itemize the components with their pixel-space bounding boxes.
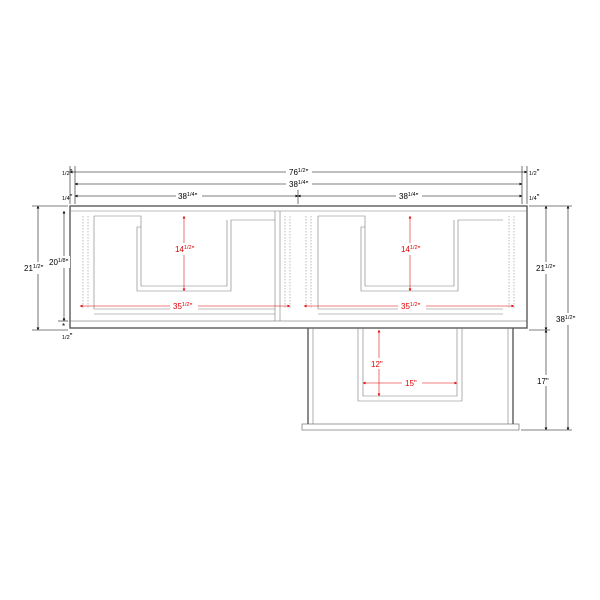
label-right-end-gap-second: 1/4" (529, 193, 540, 202)
lower-notch-outer (357, 328, 463, 402)
svg-text:381/4": 381/4" (399, 192, 419, 201)
svg-text:141/2": 141/2" (175, 245, 195, 254)
upper-cabinet-outline (69, 205, 528, 329)
svg-text:201/8": 201/8" (49, 258, 69, 267)
svg-text:141/2": 141/2" (401, 245, 421, 254)
lower-cabinet-frame (307, 328, 514, 424)
bottom-marker: * (62, 322, 65, 331)
lower-cabinet (301, 328, 520, 431)
label-lower-notch-width: 15" (402, 377, 422, 388)
label-right-total-height: 381/2" (555, 313, 579, 325)
label-left-end-gap-top: 1/2" (62, 168, 73, 177)
svg-text:381/4": 381/4" (178, 192, 198, 201)
left-notch-frame (93, 215, 275, 310)
svg-text:1/2": 1/2" (62, 168, 73, 177)
label-overall-width: 761/2" (286, 166, 312, 177)
lower-notch-inner (362, 328, 458, 397)
lower-cabinet-base (301, 423, 520, 431)
svg-text:17": 17" (537, 377, 549, 386)
interior-dimension-lines (79, 215, 515, 397)
svg-text:211/2": 211/2" (536, 264, 556, 273)
svg-text:1/2": 1/2" (529, 168, 540, 177)
label-left-bottom-gap: * 1/2" (62, 322, 73, 341)
svg-text:351/2": 351/2" (401, 302, 421, 311)
label-left-overall-height: 211/2" (23, 262, 45, 274)
svg-text:1/4": 1/4" (62, 193, 73, 202)
label-left-inner-height: 201/8" (48, 256, 70, 268)
label-left-end-gap-second: 1/4" (62, 193, 73, 202)
label-right-lower-height: 17" (535, 375, 557, 386)
right-notch-frame (317, 215, 503, 310)
svg-text:15": 15" (405, 379, 417, 388)
upper-cabinet (69, 205, 528, 329)
svg-text:1/2": 1/2" (62, 332, 73, 341)
svg-text:211/2": 211/2" (24, 264, 44, 273)
svg-text:381/4": 381/4" (289, 180, 309, 189)
svg-text:381/2": 381/2" (556, 315, 576, 324)
label-right-interior-width: 351/2" (398, 300, 426, 312)
svg-text:351/2": 351/2" (173, 302, 193, 311)
svg-text:761/2": 761/2" (289, 168, 309, 177)
label-inner-width: 381/4" (286, 178, 312, 189)
svg-text:1/4": 1/4" (529, 193, 540, 202)
label-right-end-gap-top: 1/2" (529, 168, 540, 177)
label-right-notch-height: 141/2" (398, 243, 424, 255)
label-left-notch-height: 141/2" (172, 243, 198, 255)
label-left-interior-width: 351/2" (170, 300, 198, 312)
label-right-section-width: 381/4" (396, 190, 422, 201)
svg-text:12": 12" (371, 360, 383, 369)
label-left-section-width: 381/4" (176, 190, 202, 201)
label-right-upper-height: 211/2" (534, 262, 558, 274)
label-lower-notch-height: 12" (369, 358, 389, 369)
